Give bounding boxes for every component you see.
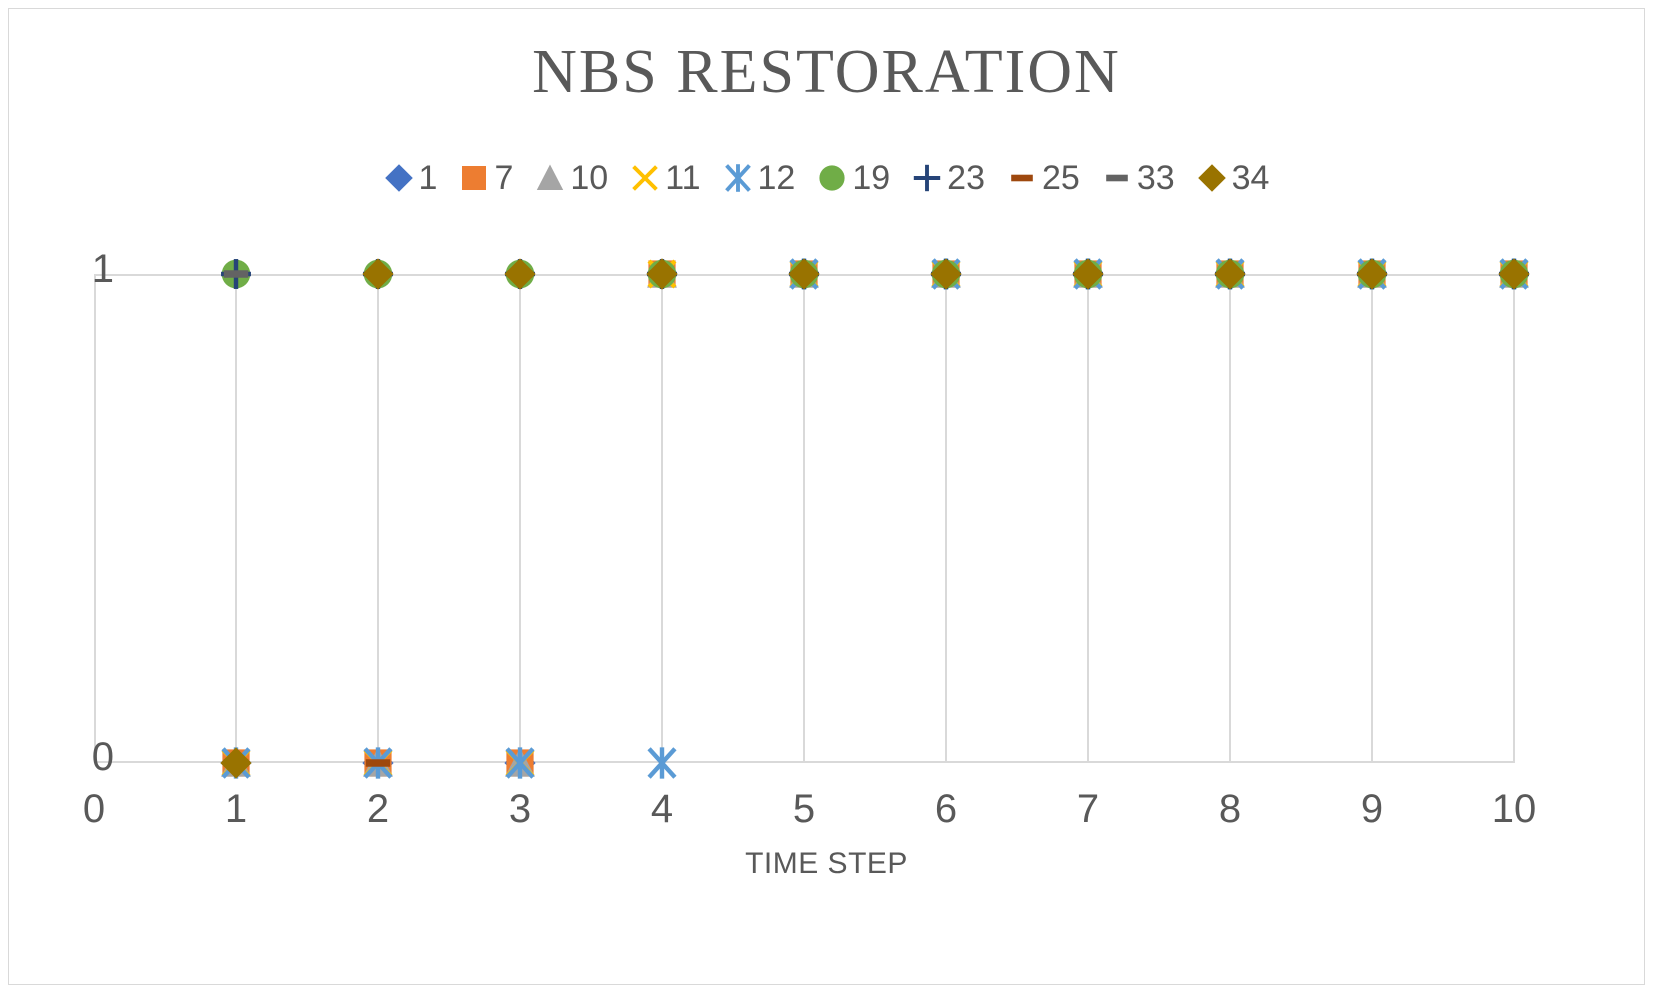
legend-marker-triangle-icon — [535, 163, 565, 193]
data-point-series-34-x3[interactable] — [503, 257, 537, 291]
data-point-series-12-x4[interactable] — [645, 746, 679, 780]
legend-item-7[interactable]: 7 — [459, 161, 513, 195]
legend-label: 12 — [757, 159, 796, 197]
legend-item-12[interactable]: 12 — [723, 159, 796, 197]
x-axis-tick-0: 0 — [82, 787, 106, 831]
x-axis-tick-1: 1 — [224, 787, 248, 831]
legend-label: 23 — [947, 159, 985, 197]
x-axis-tick-7: 7 — [1076, 787, 1100, 831]
legend-item-25[interactable]: 25 — [1007, 161, 1080, 195]
gridline-x-1 — [235, 274, 237, 763]
legend-marker-square-icon — [459, 163, 489, 193]
data-point-series-25-x2[interactable] — [361, 746, 395, 780]
x-axis-tick-8: 8 — [1218, 787, 1242, 831]
chart-title: NBS RESTORATION — [532, 38, 1121, 106]
gridline-x-5 — [803, 274, 805, 763]
data-point-series-33-x1[interactable] — [219, 257, 253, 291]
legend-label: 34 — [1231, 159, 1270, 197]
chart-legend: 1 7 10 11 12 19 23 25 33 34 — [9, 161, 1644, 195]
data-point-series-34-x10[interactable] — [1497, 257, 1531, 291]
legend-label: 1 — [418, 159, 438, 197]
gridline-x-8 — [1229, 274, 1231, 763]
legend-marker-diamond-icon — [1197, 163, 1227, 193]
gridline-x-4 — [661, 274, 663, 763]
legend-label: 25 — [1041, 159, 1080, 197]
legend-label: 7 — [494, 159, 514, 197]
legend-marker-dash-icon — [1007, 163, 1037, 193]
data-point-series-34-x5[interactable] — [787, 257, 821, 291]
legend-marker-plus-icon — [912, 163, 942, 193]
legend-item-19[interactable]: 19 — [817, 161, 890, 195]
data-point-series-34-x2[interactable] — [361, 257, 395, 291]
gridline-x-9 — [1371, 274, 1373, 763]
legend-item-34[interactable]: 34 — [1197, 159, 1270, 197]
legend-item-23[interactable]: 23 — [912, 161, 985, 195]
legend-label: 11 — [665, 159, 701, 197]
gridline-x-10 — [1513, 274, 1515, 763]
plot-area — [94, 258, 1530, 779]
legend-item-1[interactable]: 1 — [384, 159, 438, 197]
gridline-x-7 — [1087, 274, 1089, 763]
data-point-series-12-x3[interactable] — [503, 746, 537, 780]
data-point-series-34-x6[interactable] — [929, 257, 963, 291]
gridline-x-6 — [945, 274, 947, 763]
data-point-series-34-x7[interactable] — [1071, 257, 1105, 291]
x-axis-tick-9: 9 — [1360, 787, 1384, 831]
legend-item-33[interactable]: 33 — [1102, 161, 1175, 195]
x-axis-tick-6: 6 — [934, 787, 958, 831]
gridlines — [94, 274, 1515, 763]
legend-label: 10 — [570, 159, 609, 197]
x-axis-tick-3: 3 — [508, 787, 532, 831]
data-point-series-34-x1[interactable] — [219, 746, 253, 780]
legend-marker-asterisk-icon — [723, 163, 753, 193]
legend-marker-dash-icon — [1102, 163, 1132, 193]
x-axis-tick-10: 10 — [1491, 787, 1537, 831]
x-axis-tick-4: 4 — [650, 787, 674, 831]
legend-marker-x-cross-icon — [630, 163, 660, 193]
y-axis-tick-0: 0 — [91, 735, 114, 779]
data-point-series-34-x9[interactable] — [1355, 257, 1389, 291]
x-axis-tick-5: 5 — [792, 787, 816, 831]
data-point-series-34-x4[interactable] — [645, 257, 679, 291]
x-axis-title: TIME STEP — [745, 847, 908, 880]
legend-item-11[interactable]: 11 — [630, 159, 701, 197]
legend-marker-circle-icon — [817, 163, 847, 193]
gridline-x-3 — [519, 274, 521, 763]
data-points-layer — [94, 258, 1530, 779]
gridline-x-2 — [377, 274, 379, 763]
legend-marker-diamond-icon — [384, 163, 414, 193]
legend-label: 19 — [852, 159, 891, 197]
x-axis-tick-2: 2 — [366, 787, 390, 831]
data-point-series-34-x8[interactable] — [1213, 257, 1247, 291]
legend-label: 33 — [1136, 159, 1175, 197]
legend-item-10[interactable]: 10 — [535, 161, 608, 195]
y-axis-tick-1: 1 — [91, 247, 114, 291]
